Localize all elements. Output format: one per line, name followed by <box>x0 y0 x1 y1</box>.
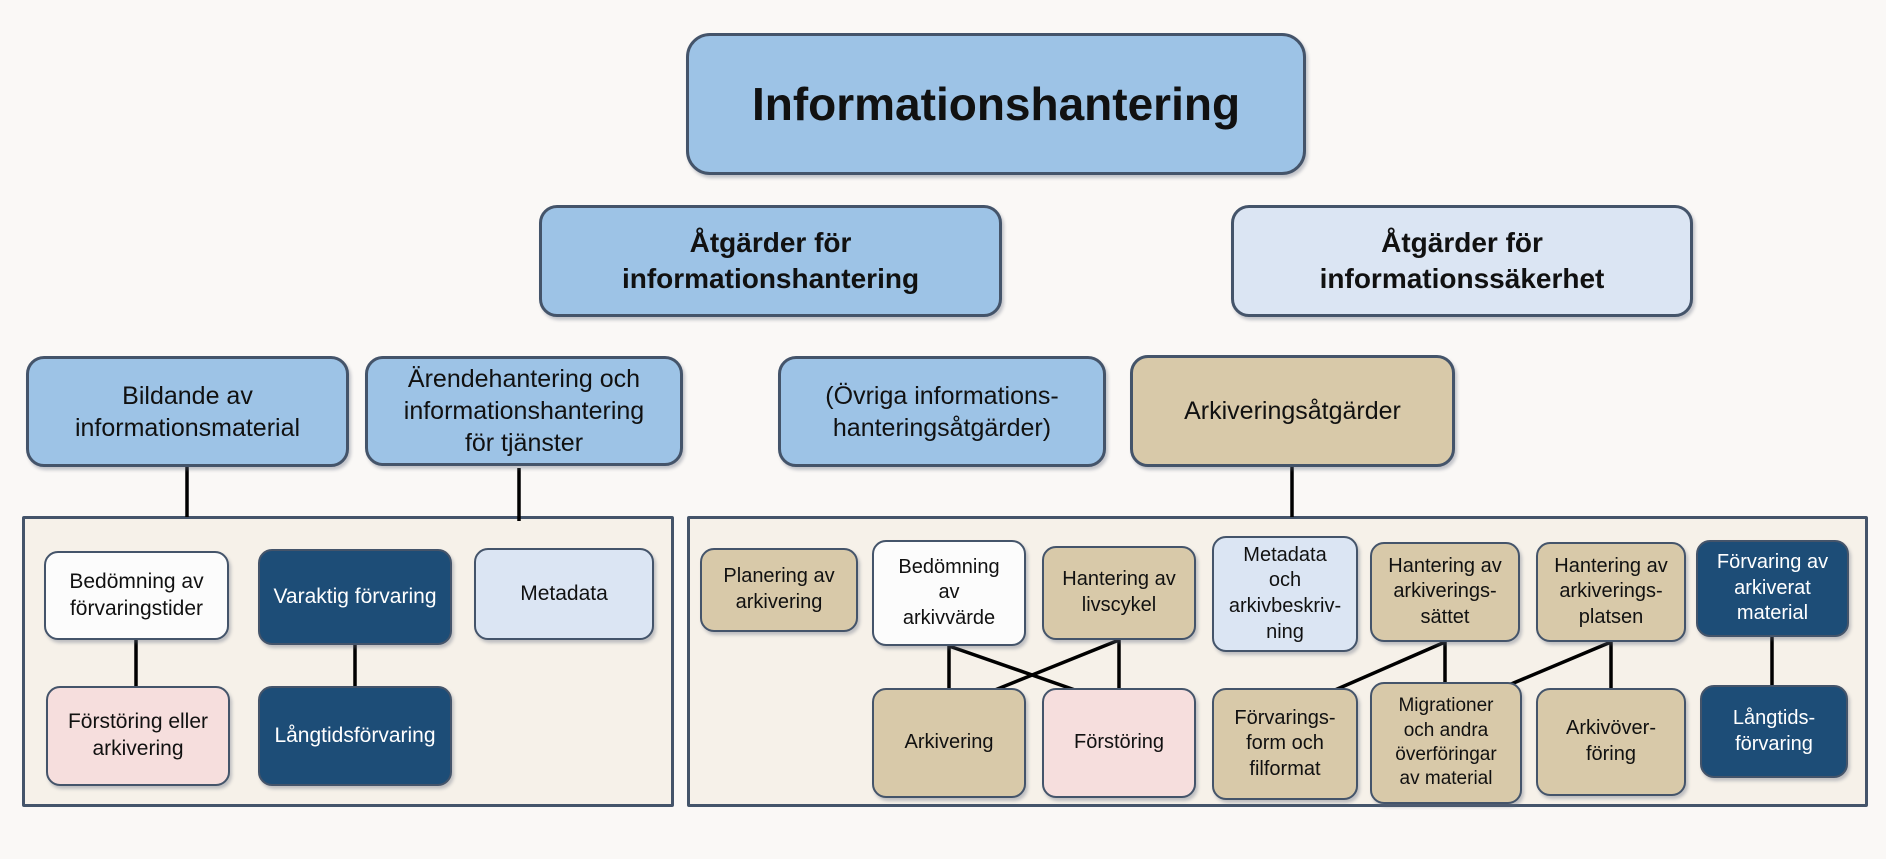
node-arkiveringsatgarder: Arkiveringsåtgärder <box>1130 355 1455 467</box>
node-ovriga-informationshanteringsatgarder: (Övriga informations- hanteringsåtgärder… <box>778 356 1106 467</box>
node-hantering-av-livscykel: Hantering av livscykel <box>1042 546 1196 640</box>
node-bedomning-av-forvaringstider: Bedömning av förvaringstider <box>44 551 229 640</box>
node-bedomning-av-arkivvarde: Bedömning av arkivvärde <box>872 540 1026 646</box>
node-arkivoverforing: Arkivöver- föring <box>1536 688 1686 796</box>
node-metadata: Metadata <box>474 548 654 640</box>
node-langtidsforvaring: Långtidsförvaring <box>258 686 452 786</box>
node-varaktig-forvaring: Varaktig förvaring <box>258 549 452 645</box>
node-metadata-och-arkivbeskrivning: Metadata och arkivbeskriv- ning <box>1212 536 1358 652</box>
node-langtidsforvaring-2: Långtids- förvaring <box>1700 685 1848 778</box>
node-bildande-av-informationsmaterial: Bildande av informationsmaterial <box>26 356 349 467</box>
node-arendehantering-for-tjanster: Ärendehantering och informationshanterin… <box>365 356 683 466</box>
node-arkivering: Arkivering <box>872 688 1026 798</box>
node-atgarder-for-informationshantering: Åtgärder för informationshantering <box>539 205 1002 317</box>
node-forvaring-av-arkiverat-material: Förvaring av arkiverat material <box>1696 540 1849 637</box>
node-migrationer-och-andra-overforingar: Migrationer och andra överföringar av ma… <box>1370 682 1522 804</box>
node-hantering-av-arkiveringssattet: Hantering av arkiverings- sättet <box>1370 542 1520 642</box>
node-informationshantering: Informationshantering <box>686 33 1306 175</box>
node-planering-av-arkivering: Planering av arkivering <box>700 548 858 632</box>
node-forstoring: Förstöring <box>1042 688 1196 798</box>
node-hantering-av-arkiveringsplatsen: Hantering av arkiverings- platsen <box>1536 542 1686 642</box>
node-atgarder-for-informationssakerhet: Åtgärder för informationssäkerhet <box>1231 205 1693 317</box>
node-forvaringsform-och-filformat: Förvarings- form och filformat <box>1212 688 1358 800</box>
node-forstoring-eller-arkivering: Förstöring eller arkivering <box>46 686 230 786</box>
